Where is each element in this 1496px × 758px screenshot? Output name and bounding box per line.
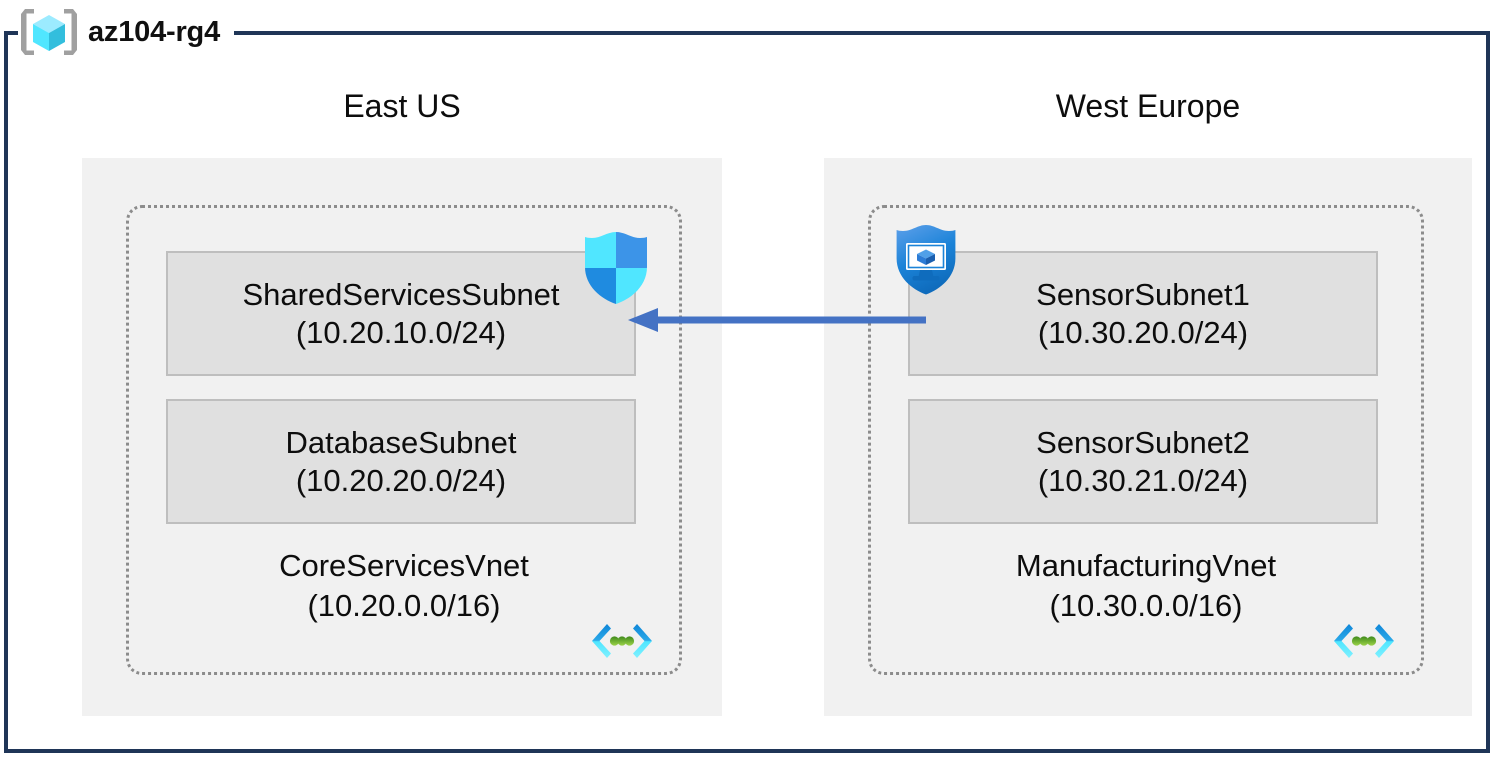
resource-group-name: az104-rg4 xyxy=(88,15,220,48)
vnet-manufacturing[interactable]: SensorSubnet1 (10.30.20.0/24) SensorSubn… xyxy=(868,205,1424,675)
region-title-east-us: East US xyxy=(343,88,461,124)
resource-group-frame xyxy=(4,31,1490,753)
subnet-shared-services[interactable]: SharedServicesSubnet (10.20.10.0/24) xyxy=(166,251,636,376)
region-east-us: East US SharedServicesSubnet (10.20.10.0… xyxy=(82,88,722,728)
vnet-core-services[interactable]: SharedServicesSubnet (10.20.10.0/24) Dat… xyxy=(126,205,682,675)
subnet-cidr: (10.30.21.0/24) xyxy=(1037,462,1249,498)
subnet-name: SensorSubnet2 xyxy=(1036,424,1250,460)
vnet-name-manufacturing: ManufacturingVnet xyxy=(1015,548,1277,583)
virtual-network-icon xyxy=(591,622,653,660)
subnet-name: SensorSubnet1 xyxy=(1036,276,1250,312)
subnet-database[interactable]: DatabaseSubnet (10.20.20.0/24) xyxy=(166,399,636,524)
subnet-name: SharedServicesSubnet xyxy=(242,276,560,312)
region-west-europe: West Europe SensorSubnet1 (10.30.20.0/24… xyxy=(824,88,1472,728)
vnet-cidr-manufacturing: (10.30.0.0/16) xyxy=(1049,588,1243,623)
subnet-sensor-1[interactable]: SensorSubnet1 (10.30.20.0/24) xyxy=(908,251,1378,376)
virtual-network-icon xyxy=(1333,622,1395,660)
application-security-group-icon xyxy=(890,221,962,299)
subnet-name: DatabaseSubnet xyxy=(285,424,517,460)
vnet-peering-arrow xyxy=(626,300,926,340)
region-title-west-europe: West Europe xyxy=(1055,88,1241,124)
subnet-cidr: (10.20.10.0/24) xyxy=(295,314,507,350)
vnet-name-core-services: CoreServicesVnet xyxy=(279,548,529,583)
network-security-group-icon xyxy=(580,229,652,307)
resource-group-header: az104-rg4 xyxy=(18,6,234,58)
subnet-cidr: (10.20.20.0/24) xyxy=(295,462,507,498)
subnet-cidr: (10.30.20.0/24) xyxy=(1037,314,1249,350)
vnet-cidr-core-services: (10.20.0.0/16) xyxy=(307,588,501,623)
subnet-sensor-2[interactable]: SensorSubnet2 (10.30.21.0/24) xyxy=(908,399,1378,524)
resource-group-cube-icon xyxy=(18,6,80,58)
